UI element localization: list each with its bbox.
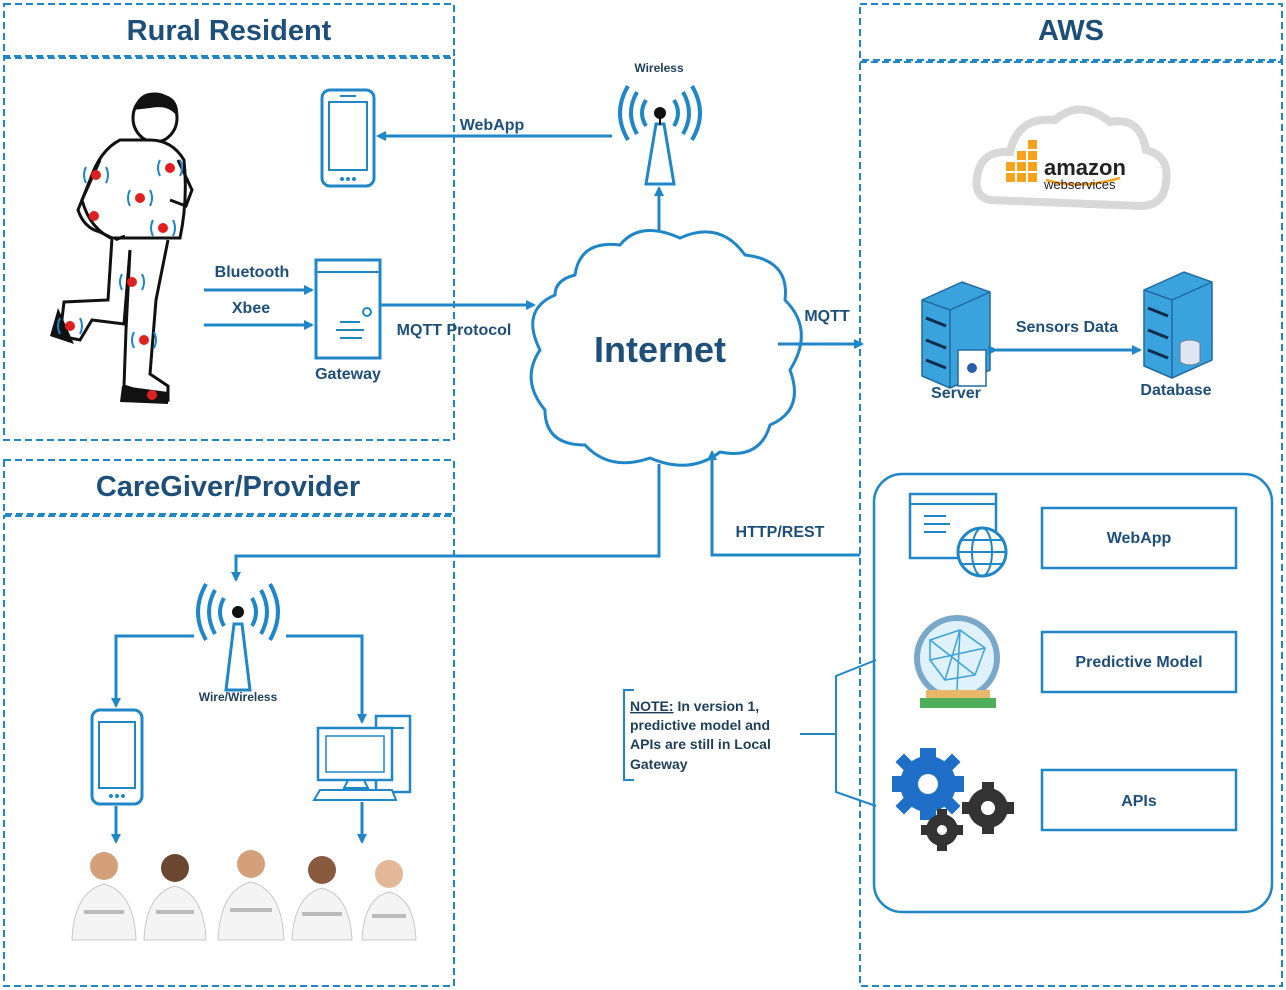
server-label: Server — [931, 385, 981, 402]
wireless-label: Wireless — [634, 61, 684, 75]
note-bracket — [800, 659, 877, 807]
tower-to-computer-arrow — [286, 634, 367, 724]
aws-frame — [859, 61, 1283, 987]
webapp-service-box — [1040, 506, 1238, 570]
sensor-dots — [65, 163, 175, 400]
amazon-web-services-logo: amazon webservices — [972, 105, 1171, 211]
caregiver-header-box — [3, 459, 455, 515]
sensor-signal-arcs — [57, 159, 183, 349]
note-line4: Gateway — [630, 756, 688, 772]
doctors-group — [71, 850, 417, 941]
mqtt-aws-label: MQTT — [804, 308, 850, 325]
rural-resident-frame — [3, 57, 455, 441]
runner-figure — [50, 92, 194, 404]
note-text: NOTE: In version 1, predictive model and… — [630, 698, 775, 772]
caregiver-section: CareGiver/Provider — [3, 459, 455, 987]
wireless-tower-icon — [618, 84, 702, 186]
caregiver-title: CareGiver/Provider — [96, 471, 360, 503]
caregiver-phone-icon — [90, 708, 144, 806]
internet-label: Internet — [594, 329, 726, 370]
caregiver-tower-icon — [196, 583, 280, 692]
amazon-wordmark: amazon — [1044, 155, 1126, 180]
predictive-model-label: Predictive Model — [1075, 654, 1202, 671]
aws-section: AWS — [859, 3, 1283, 987]
tower-to-phone-arrow — [111, 634, 194, 708]
apis-gears-icon — [892, 748, 1014, 851]
desktop-computer-icon — [312, 714, 412, 801]
rural-resident-header-box — [3, 3, 455, 57]
database-label: Database — [1140, 382, 1211, 399]
apis-label: APIs — [1121, 793, 1157, 810]
database-icon — [1143, 271, 1213, 379]
server-icon — [921, 281, 991, 389]
sensors-data-label: Sensors Data — [1016, 319, 1118, 336]
gateway-label: Gateway — [315, 366, 381, 383]
webapp-service-label: WebApp — [1107, 530, 1172, 547]
doctor-avatar — [361, 860, 417, 941]
http-rest-label: HTTP/REST — [736, 524, 825, 541]
internet-to-caregiver-arrow — [231, 464, 661, 582]
doctor-avatar — [71, 852, 137, 941]
aws-cubes-icon — [1006, 140, 1037, 182]
doctor-avatar — [143, 854, 207, 941]
apis-box — [1040, 768, 1238, 832]
aws-header-box — [859, 3, 1283, 61]
predictive-model-globe-icon — [914, 615, 1000, 708]
note-box: NOTE: In version 1, predictive model and… — [623, 689, 775, 781]
doctor-avatar — [217, 850, 285, 941]
webservices-wordmark: webservices — [1043, 177, 1116, 192]
aws-title: AWS — [1038, 15, 1104, 47]
gateway-icon — [314, 258, 382, 360]
xbee-label: Xbee — [232, 300, 270, 317]
rural-resident-title: Rural Resident — [127, 15, 332, 47]
note-line3: APIs are still in Local — [630, 736, 771, 752]
resident-phone-icon — [320, 88, 376, 188]
internet-cloud — [529, 228, 803, 467]
doctor-avatar — [291, 856, 353, 941]
webapp-browser-icon — [908, 492, 1008, 578]
rural-resident-section: Rural Resident — [3, 3, 455, 441]
mqtt-protocol-label: MQTT Protocol — [397, 322, 512, 339]
http-rest-arrow — [707, 450, 860, 557]
note-line1: In version 1, — [674, 698, 760, 714]
predictive-model-box — [1040, 630, 1238, 694]
webapp-arrow-label: WebApp — [460, 117, 525, 134]
caregiver-frame — [3, 515, 455, 987]
note-line2: predictive model and — [630, 717, 770, 733]
bluetooth-label: Bluetooth — [215, 264, 290, 281]
wire-wireless-label: Wire/Wireless — [199, 690, 278, 704]
note-label: NOTE: — [630, 698, 674, 714]
